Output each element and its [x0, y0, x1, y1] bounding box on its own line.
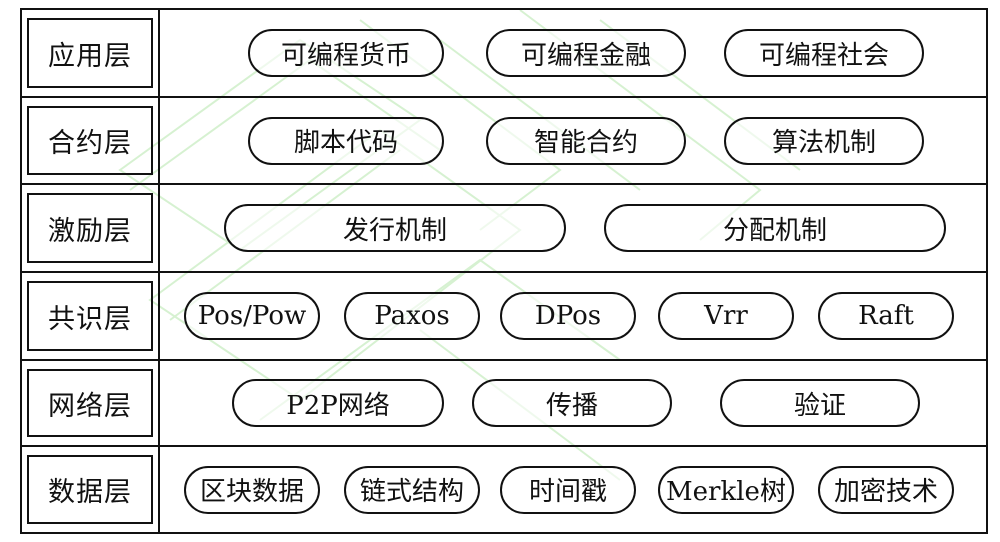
layer-row: 数据层区块数据链式结构时间戳 Merkle树加密技术 [22, 447, 986, 532]
layer-item-pill: Paxos [344, 292, 480, 340]
layer-label-cell: 共识层 [22, 273, 160, 359]
layer-items: 脚本代码智能合约算法机制 [160, 98, 986, 183]
layer-item-pill: DPos [500, 292, 636, 340]
layer-item-pill: 可编程货币 [248, 29, 444, 77]
layer-row: 激励层发行机制分配机制 [22, 185, 986, 273]
layer-label-cell: 应用层 [22, 10, 160, 96]
layer-label: 合约层 [27, 106, 153, 175]
layer-label: 数据层 [27, 455, 153, 524]
layer-items: 可编程货币可编程金融可编程社会 [160, 10, 986, 96]
layer-row: 合约层脚本代码智能合约算法机制 [22, 98, 986, 185]
layer-item-pill: 时间戳 [500, 465, 636, 514]
layer-items: P2P网络传播验证 [160, 361, 986, 445]
layer-item-pill: 加密技术 [818, 465, 954, 514]
layer-item-pill: 发行机制 [224, 204, 566, 252]
diagram-frame: 应用层可编程货币可编程金融可编程社会合约层脚本代码智能合约算法机制激励层发行机制… [20, 8, 988, 534]
layer-item-pill: Raft [818, 292, 954, 340]
layer-label-cell: 合约层 [22, 98, 160, 183]
layer-label: 共识层 [27, 281, 153, 351]
layer-item-pill: 链式结构 [344, 465, 480, 514]
layer-label: 网络层 [27, 369, 153, 437]
layer-row: 共识层 Pos/Pow Paxos DPos Vrr Raft [22, 273, 986, 361]
layer-label-cell: 网络层 [22, 361, 160, 445]
layer-items: Pos/Pow Paxos DPos Vrr Raft [160, 273, 986, 359]
layer-item-pill: 可编程金融 [486, 29, 686, 77]
layer-items: 区块数据链式结构时间戳 Merkle树加密技术 [160, 447, 986, 532]
layer-item-pill: P2P网络 [232, 379, 444, 427]
layer-item-pill: 分配机制 [604, 204, 946, 252]
layer-item-pill: 可编程社会 [724, 29, 924, 77]
layer-item-pill: 验证 [720, 379, 920, 427]
layer-item-pill: Vrr [658, 292, 794, 340]
layer-row: 应用层可编程货币可编程金融可编程社会 [22, 10, 986, 98]
layer-item-pill: 智能合约 [486, 116, 686, 165]
layer-label: 应用层 [27, 18, 153, 88]
layer-item-pill: 传播 [472, 379, 672, 427]
layer-item-pill: 区块数据 [184, 465, 320, 514]
layer-label-cell: 数据层 [22, 447, 160, 532]
layer-label: 激励层 [27, 193, 153, 263]
layer-item-pill: 算法机制 [724, 116, 924, 165]
layer-item-pill: 脚本代码 [248, 116, 444, 165]
layer-item-pill: Merkle树 [658, 465, 794, 514]
layer-label-cell: 激励层 [22, 185, 160, 271]
layer-items: 发行机制分配机制 [160, 185, 986, 271]
layer-item-pill: Pos/Pow [184, 292, 320, 340]
